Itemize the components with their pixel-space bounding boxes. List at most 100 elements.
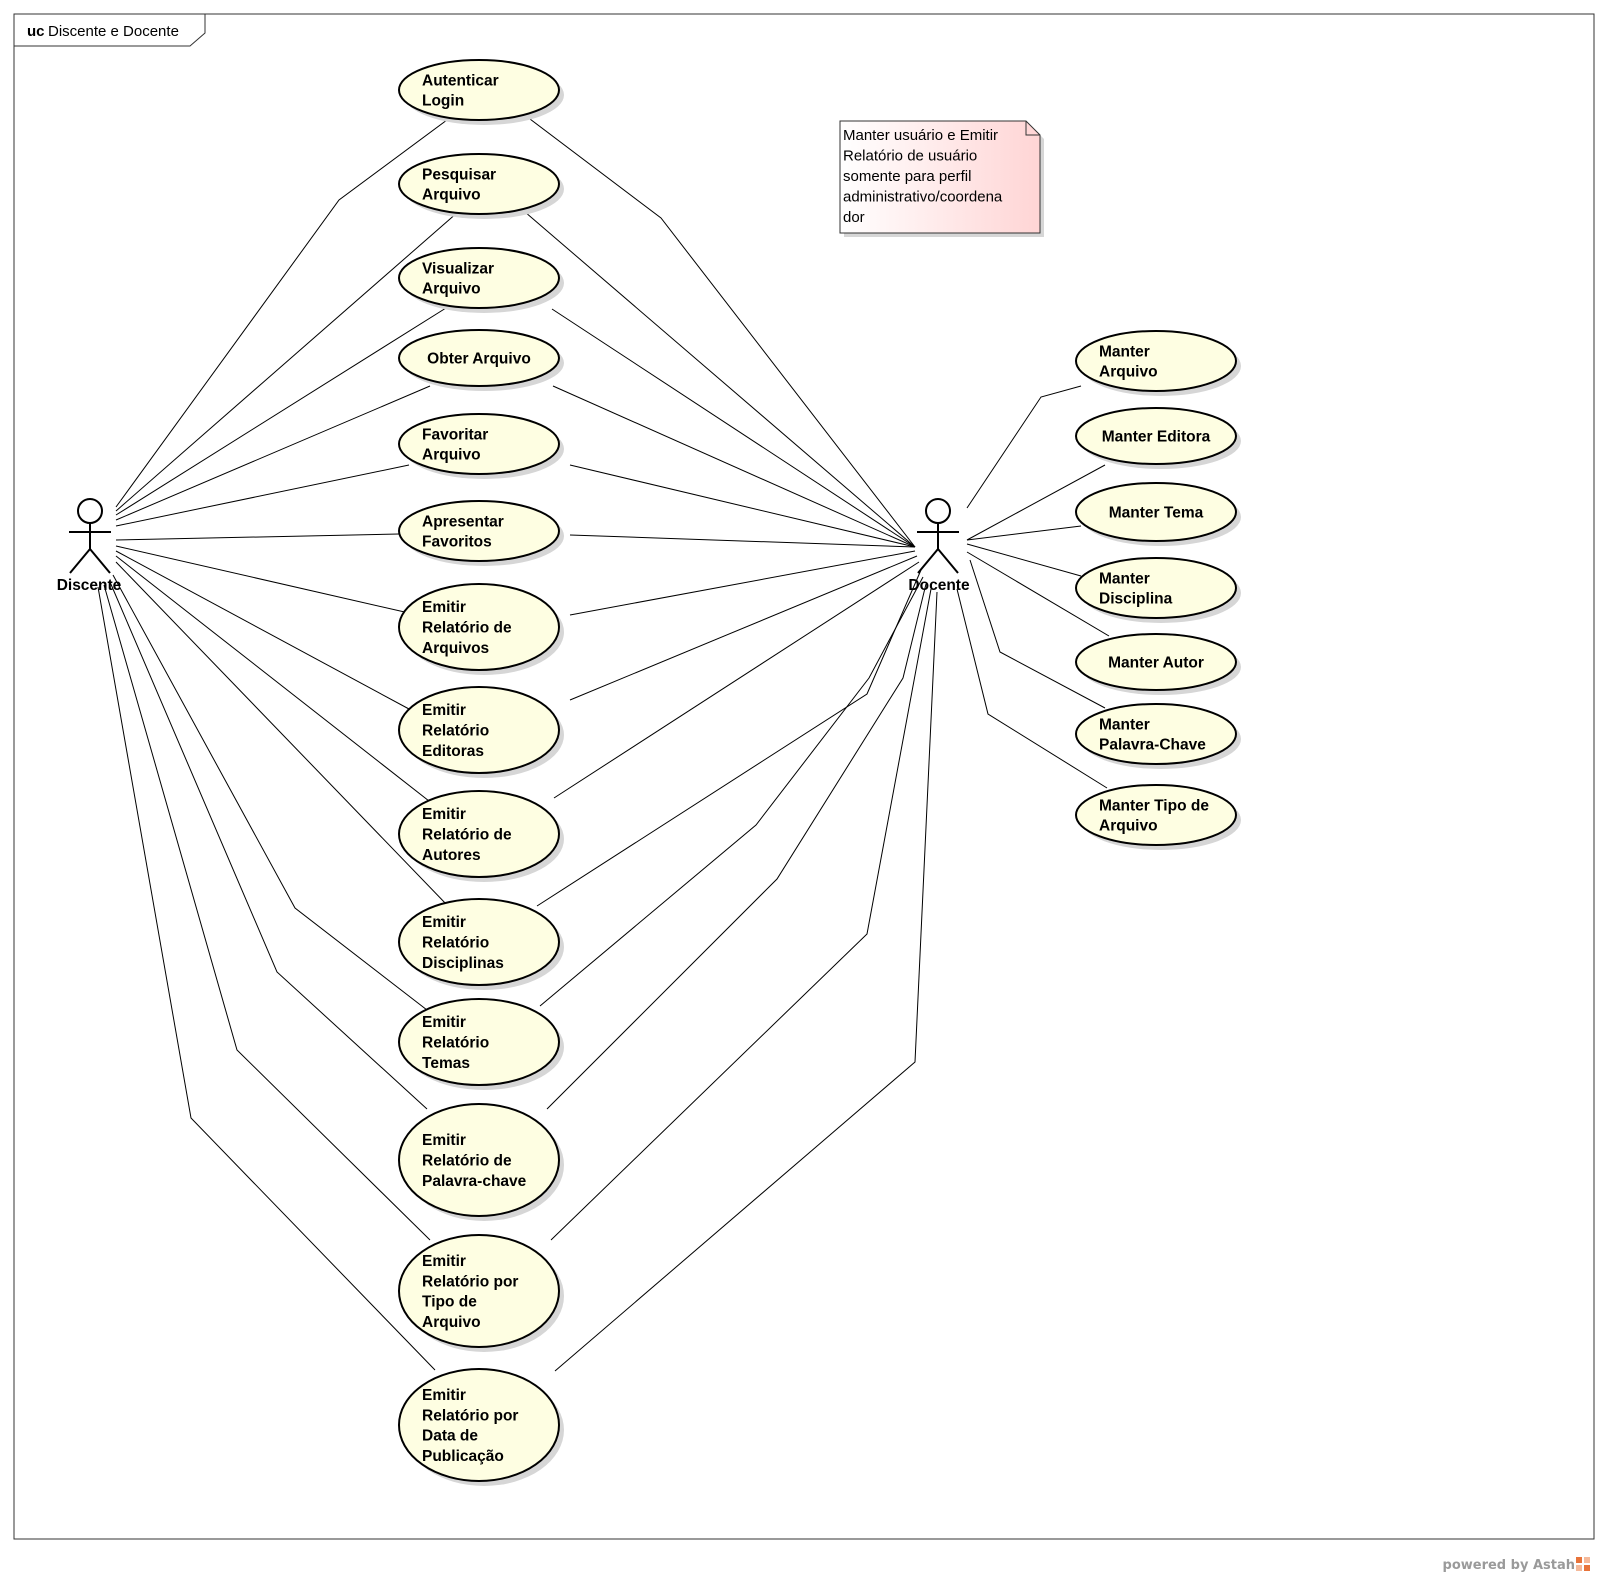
association-docente-manter-palavra-chave: [969, 559, 1106, 709]
association-docente-emitir-relatorio-editoras: [569, 555, 918, 701]
association-docente-manter-arquivo: [966, 385, 1082, 509]
use-case-label: Tipo de: [422, 1294, 477, 1311]
use-case-label: Arquivo: [1099, 818, 1158, 835]
use-cases: AutenticarLoginPesquisarArquivoVisualiza…: [398, 59, 1241, 1486]
diagram-frame: [13, 13, 1595, 1540]
frame-title: Discente e Docente: [48, 23, 179, 40]
use-case-label: Emitir: [422, 806, 466, 823]
association-docente-emitir-relatorio-tipo-arquivo: [550, 588, 932, 1241]
association-docente-visualizar-arquivo: [551, 308, 916, 548]
use-case-label: Manter: [1099, 570, 1150, 587]
use-case-manter-autor[interactable]: Manter Autor: [1075, 633, 1241, 695]
use-case-label: Manter Editora: [1102, 429, 1211, 446]
use-case-ellipse: [1075, 703, 1237, 765]
association-docente-emitir-relatorio-data-publicacao: [554, 591, 938, 1372]
use-case-manter-editora[interactable]: Manter Editora: [1075, 407, 1241, 469]
use-case-label: Emitir: [422, 1253, 466, 1270]
use-case-label: Favoritos: [422, 534, 492, 551]
actor-name: Docente: [908, 577, 970, 594]
use-case-label: Relatório: [422, 1035, 489, 1052]
use-case-label: Emitir: [422, 599, 466, 616]
note-text-line: somente para perfil: [843, 168, 971, 185]
association-discente-emitir-relatorio-disciplinas: [115, 561, 449, 907]
use-case-ellipse: [398, 500, 560, 562]
actor-head: [925, 498, 951, 524]
use-case-ellipse: [1075, 557, 1237, 619]
use-case-label: Manter Autor: [1108, 655, 1204, 672]
use-case-ellipse: [1075, 407, 1237, 465]
use-case-label: Arquivo: [1099, 364, 1158, 381]
association-docente-autenticar-login: [525, 115, 916, 548]
association-docente-obter-arquivo: [552, 385, 916, 548]
association-docente-manter-disciplina: [966, 543, 1082, 577]
use-case-manter-tema[interactable]: Manter Tema: [1075, 482, 1241, 546]
association-discente-autenticar-login: [115, 116, 452, 508]
use-case-label: Publicação: [422, 1448, 504, 1465]
use-case-ellipse: [398, 998, 560, 1086]
association-docente-emitir-relatorio-temas: [539, 576, 924, 1007]
association-docente-emitir-relatorio-autores: [553, 561, 920, 799]
association-discente-emitir-relatorio-arquivos: [115, 545, 410, 614]
association-docente-manter-editora: [966, 464, 1106, 541]
association-docente-favoritar-arquivo: [569, 464, 916, 548]
use-case-ellipse: [398, 247, 560, 309]
use-case-ellipse: [1075, 784, 1237, 846]
use-case-label: Emitir: [422, 1387, 466, 1404]
use-case-label: Relatório de: [422, 620, 512, 637]
use-case-manter-tipo-arquivo[interactable]: Manter Tipo de Arquivo: [1075, 784, 1241, 850]
note-text-line: administrativo/coordena: [843, 189, 1003, 206]
association-discente-emitir-relatorio-temas: [112, 574, 428, 1011]
actor-docente[interactable]: Docente: [908, 498, 970, 594]
use-case-label: Emitir: [422, 914, 466, 931]
use-case-label: Apresentar: [422, 513, 504, 530]
use-case-ellipse: [398, 583, 560, 671]
use-case-ellipse: [398, 413, 560, 475]
association-discente-visualizar-arquivo: [115, 307, 447, 516]
actor-left-leg: [69, 548, 91, 574]
association-discente-emitir-relatorio-data-publicacao: [97, 586, 436, 1371]
use-case-ellipse: [398, 329, 560, 387]
note-fold: [1025, 121, 1040, 136]
use-case-label: Palavra-chave: [422, 1173, 527, 1190]
association-docente-emitir-relatorio-arquivos: [569, 550, 916, 616]
use-case-label: Emitir: [422, 1132, 466, 1149]
use-case-label: Arquivo: [422, 187, 481, 204]
use-case-ellipse: [398, 59, 560, 121]
frame-tab: [13, 13, 206, 47]
note-text-line: Relatório de usuário: [843, 148, 977, 165]
use-case-ellipse: [1075, 482, 1237, 542]
use-case-label: Manter Tipo de: [1099, 797, 1209, 814]
use-case-label: Favoritar: [422, 426, 488, 443]
use-case-label: Relatório: [422, 935, 489, 952]
association-docente-emitir-relatorio-palavra-chave: [546, 583, 927, 1110]
use-case-label: Obter Arquivo: [427, 351, 531, 368]
actor-right-leg: [937, 548, 959, 574]
use-case-ellipse: [398, 1103, 560, 1217]
association-docente-pesquisar-arquivo: [524, 211, 916, 548]
association-discente-favoritar-arquivo: [115, 464, 410, 527]
use-case-label: Data de: [422, 1428, 478, 1445]
use-case-obter-arquivo[interactable]: Obter Arquivo: [398, 329, 564, 391]
use-case-label: Relatório de: [422, 827, 512, 844]
actor-discente[interactable]: Discente: [57, 498, 122, 594]
use-case-ellipse: [398, 153, 560, 215]
use-case-label: Temas: [422, 1055, 470, 1072]
use-case-label: Autenticar: [422, 72, 499, 89]
